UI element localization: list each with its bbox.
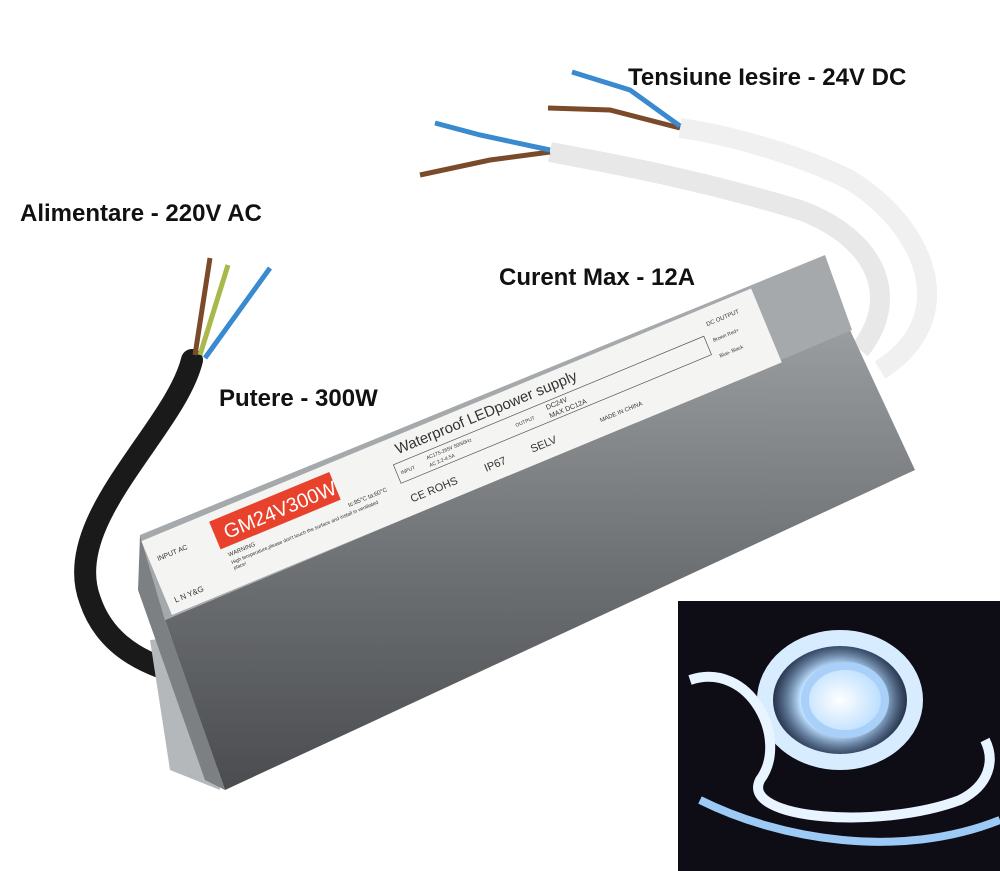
callout-power: Putere - 300W	[219, 385, 378, 412]
callout-input: Alimentare - 220V AC	[20, 200, 262, 227]
model-badge	[209, 471, 341, 550]
led-strip-photo	[678, 601, 1000, 871]
callout-output-voltage: Tensiune Iesire - 24V DC	[628, 64, 907, 91]
output-cables	[419, 69, 938, 379]
input-tag: INPUT	[400, 465, 416, 476]
callout-max-current: Curent Max - 12A	[499, 264, 696, 291]
